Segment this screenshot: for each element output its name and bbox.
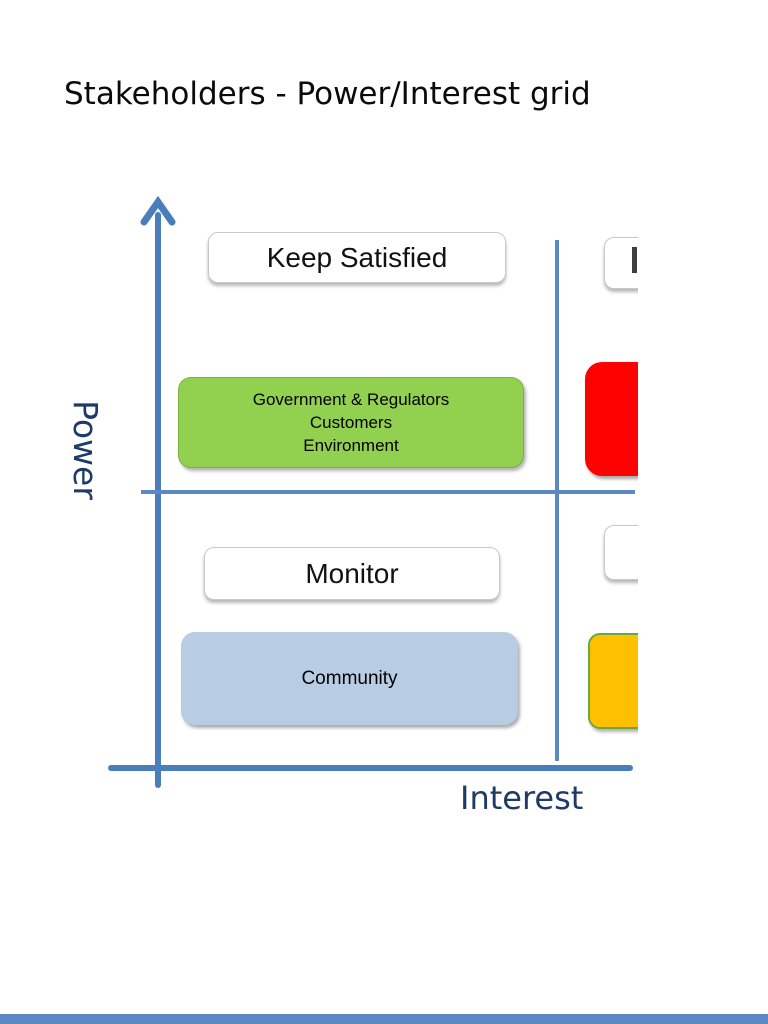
stakeholder-item: Environment: [303, 436, 399, 455]
quadrant-label-text: Monitor: [305, 557, 399, 589]
horizontal-divider: [141, 490, 635, 494]
power-interest-grid-diagram: Power Interest Keep Satisfied Government…: [66, 196, 638, 817]
page-separator-bar: [0, 1014, 768, 1024]
quadrant-label-keep-satisfied: Keep Satisfied: [208, 232, 506, 283]
x-axis: [108, 765, 633, 771]
page-title: Stakeholders - Power/Interest grid: [64, 76, 591, 112]
stakeholder-box-top-left: Government & Regulators Customers Enviro…: [178, 377, 524, 468]
clipped-letter-fragment: [632, 247, 637, 273]
stakeholder-item: Government & Regulators: [252, 390, 450, 409]
y-axis-arrowhead-icon: [140, 196, 176, 226]
quadrant-label-bottom-right-clipped: [604, 525, 638, 580]
stakeholder-box-bottom-left: Community: [181, 632, 518, 725]
stakeholder-item: Customers: [309, 413, 393, 432]
quadrant-label-monitor: Monitor: [204, 547, 500, 600]
stakeholder-box-bottom-right-clipped: [588, 633, 638, 729]
y-axis: [155, 212, 161, 788]
stakeholder-item: Community: [301, 667, 398, 689]
y-axis-label: Power: [66, 400, 106, 500]
vertical-divider: [555, 240, 559, 761]
stakeholder-box-top-right-clipped: [585, 362, 638, 476]
x-axis-label: Interest: [460, 779, 584, 817]
quadrant-label-text: Keep Satisfied: [266, 241, 448, 273]
